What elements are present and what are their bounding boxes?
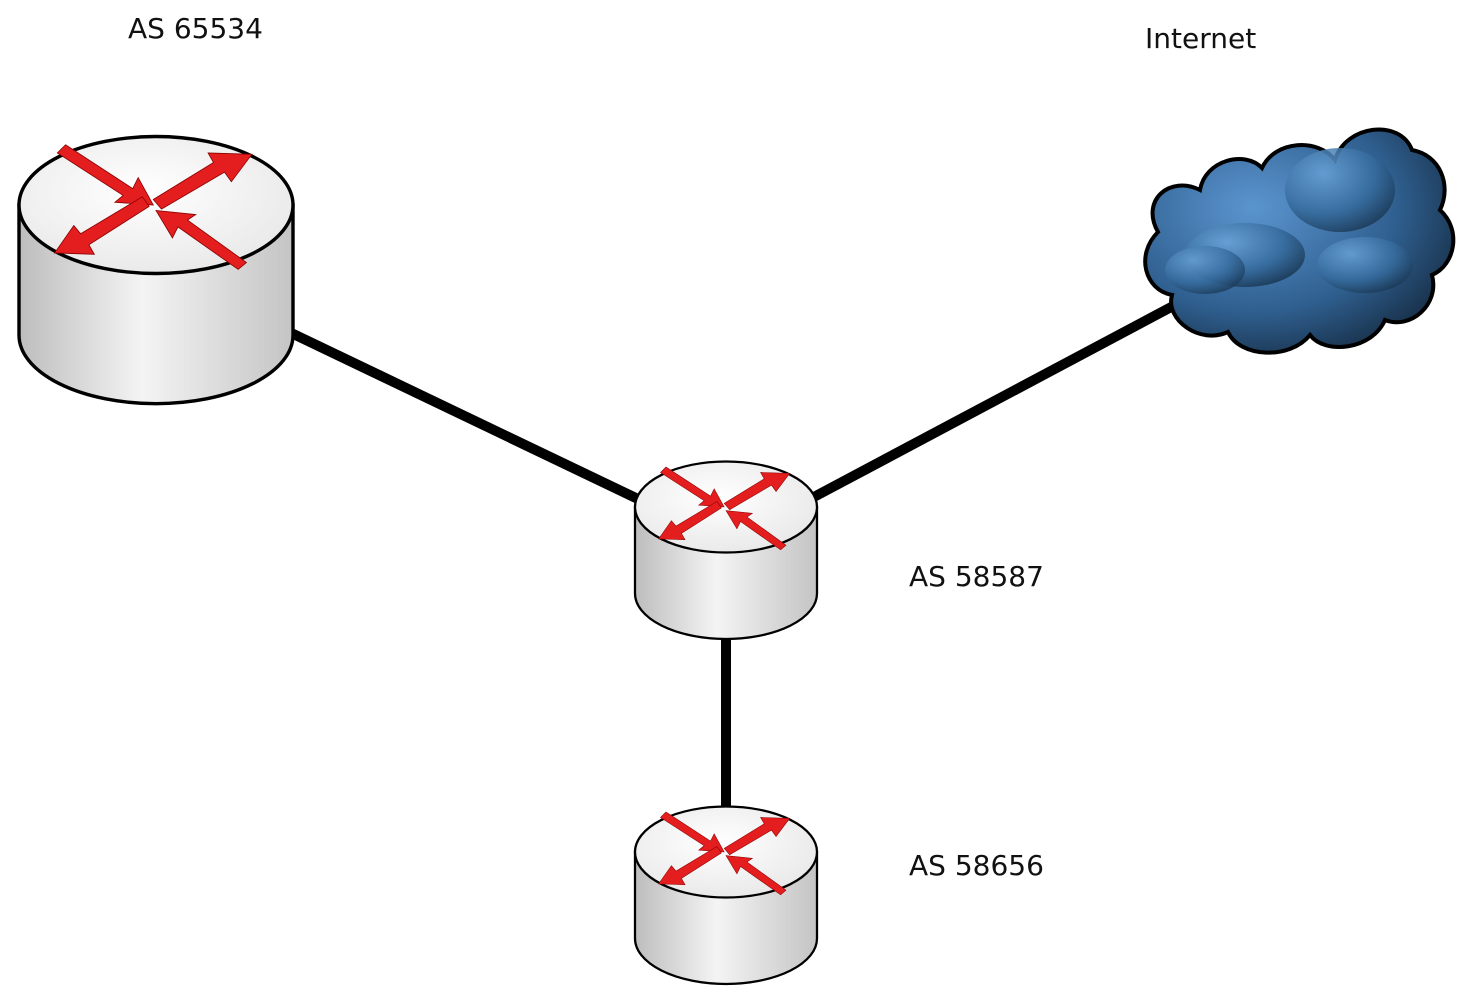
label-as58587: AS 58587 xyxy=(909,560,1044,593)
internet-cloud-icon xyxy=(1143,127,1456,355)
link-as58587-internet xyxy=(807,300,1180,503)
router-as58587-icon xyxy=(633,460,819,641)
label-as65534: AS 65534 xyxy=(128,12,263,45)
label-as58656: AS 58656 xyxy=(909,849,1044,882)
link-as65534-as58587 xyxy=(280,325,645,505)
router-as65534-icon xyxy=(17,134,295,406)
router-as58656-icon xyxy=(633,805,819,986)
links xyxy=(280,300,1180,815)
label-internet: Internet xyxy=(1145,22,1256,55)
